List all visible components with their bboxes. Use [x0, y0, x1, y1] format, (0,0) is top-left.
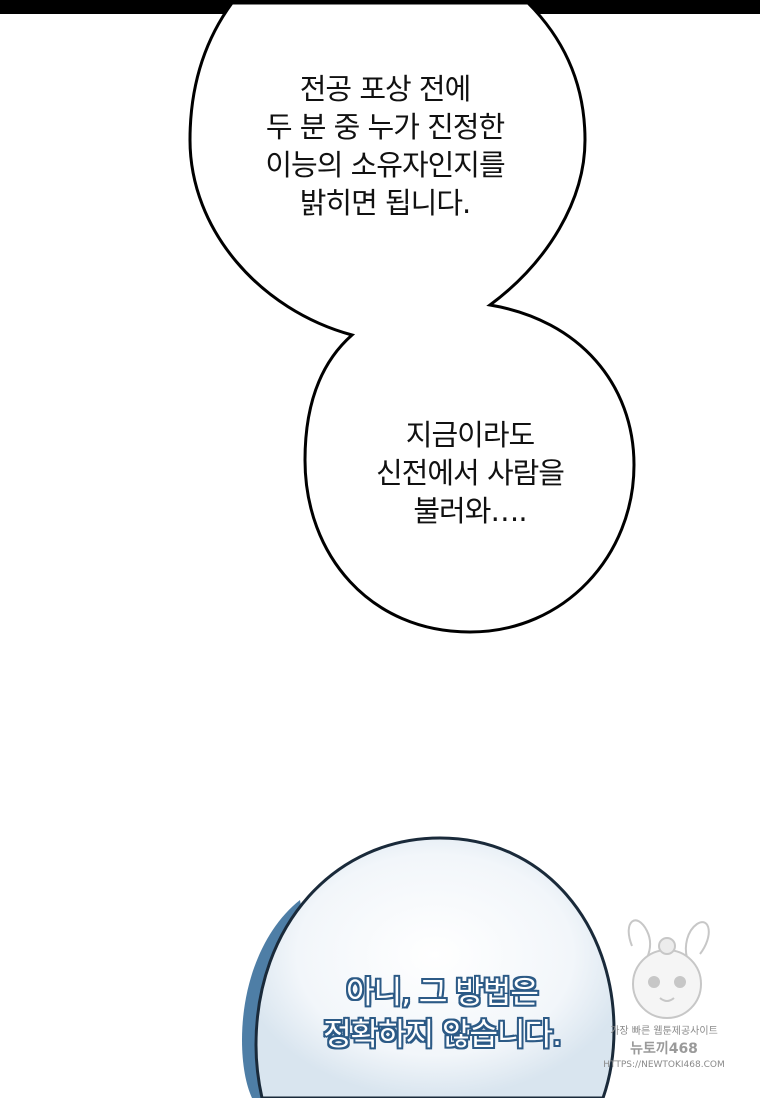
- bubble-1-line-4: 밝히면 됩니다.: [299, 186, 472, 220]
- bubble-2-line-1: 지금이라도: [405, 418, 535, 452]
- watermark-line-1: 가장 빠른 웹툰제공사이트: [610, 1026, 718, 1037]
- watermark-url: HTTPS://NEWTOKI468.COM: [603, 1060, 725, 1070]
- bubble-1-line-2: 두 분 중 누가 진정한: [265, 110, 505, 144]
- bubble-1-line-3: 이능의 소유자인지를: [265, 148, 505, 182]
- speech-bubble-3-text: 아니, 그 방법은 정확하지 않습니다.: [262, 972, 622, 1056]
- bubble-1-line-1: 전공 포상 전에: [299, 72, 472, 106]
- speech-bubble-3-outline: [254, 836, 616, 1098]
- speech-bubble-upper-group: [188, 1, 636, 634]
- speech-bubble-blue-group: [242, 836, 616, 1098]
- watermark-line-2: 뉴토끼468: [630, 1041, 698, 1057]
- speech-bubble-1-text: 전공 포상 전에 두 분 중 누가 진정한 이능의 소유자인지를 밝히면 됩니다…: [220, 70, 550, 222]
- bubble-2-line-2: 신전에서 사람을: [376, 456, 565, 490]
- speech-bubble-1-outline: [188, 1, 636, 634]
- bubble-3-line-1: 아니, 그 방법은: [346, 975, 539, 1011]
- bubble-2-line-3: 불러와….: [413, 494, 527, 528]
- watermark-mascot-icon: [627, 919, 710, 1019]
- bubble-3-line-2: 정확하지 않습니다.: [323, 1017, 562, 1053]
- speech-bubble-2-text: 지금이라도 신전에서 사람을 불러와….: [320, 416, 620, 530]
